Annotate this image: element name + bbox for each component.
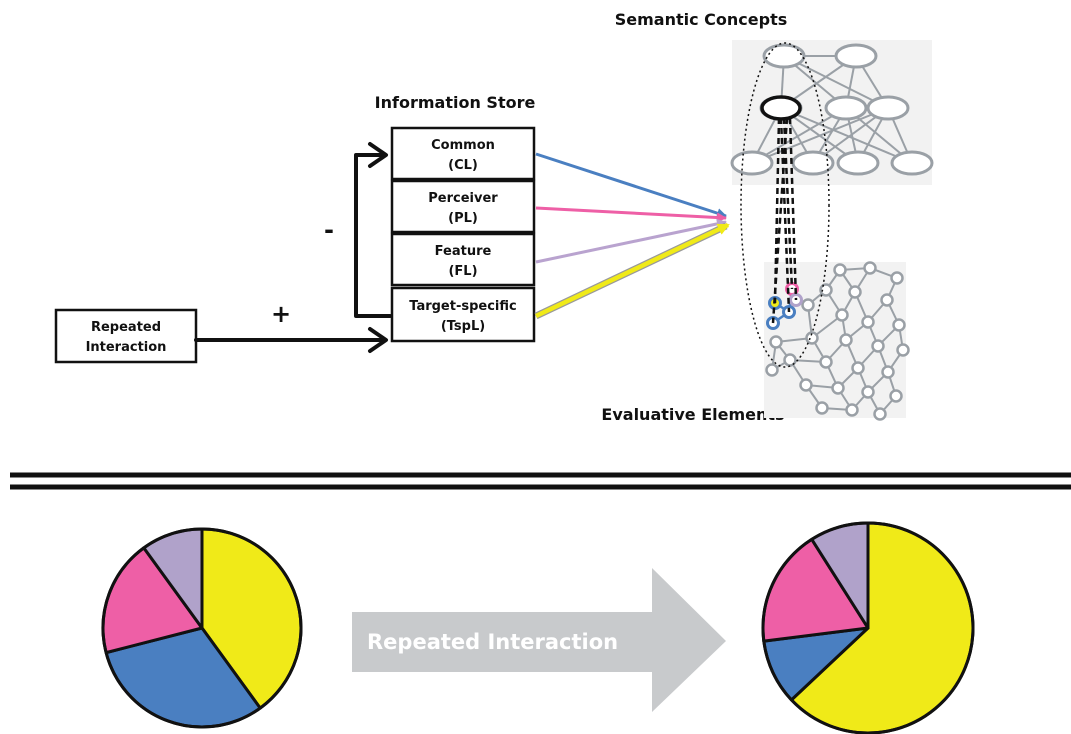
evaluative-node (765, 363, 779, 377)
plus-sign: + (271, 300, 291, 328)
store-target-specific-abbrev: (TspL) (441, 319, 485, 334)
store-target-specific-label: Target-specific (409, 299, 516, 314)
evaluative-node (896, 343, 910, 357)
repeated-interaction-line2: Interaction (86, 340, 167, 355)
feedback-arrows (194, 142, 392, 353)
store-common-label: Common (431, 138, 495, 153)
store-perceiver-label: Perceiver (428, 191, 498, 206)
pie-before (101, 527, 303, 729)
evaluative-node (890, 271, 904, 285)
evaluative-node (892, 318, 906, 332)
evaluative-node (815, 401, 829, 415)
banner-label: Repeated Interaction (367, 630, 618, 654)
information-store: Common (CL) Perceiver (PL) Feature (FL) … (390, 126, 536, 343)
semantic-edge (783, 55, 889, 109)
evaluative-node (863, 261, 877, 275)
evaluative-node (848, 285, 862, 299)
evaluative-node (873, 407, 887, 421)
semantic-concepts-title: Semantic Concepts (615, 10, 788, 29)
semantic-edge (751, 107, 847, 164)
store-feature-label: Feature (435, 244, 492, 259)
store-feature-abbrev: (FL) (448, 264, 477, 279)
semantic-node (834, 43, 878, 69)
evaluative-node (819, 283, 833, 297)
evaluative-node (801, 298, 815, 312)
evaluative-node (851, 361, 865, 375)
evaluative-node (833, 263, 847, 277)
evaluative-node (835, 308, 849, 322)
pie-outline (761, 521, 975, 734)
evaluative-node (819, 355, 833, 369)
semantic-node (762, 43, 806, 69)
repeated-interaction-banner: Repeated Interaction (352, 568, 726, 712)
store-perceiver-abbrev: (PL) (448, 211, 478, 226)
evaluative-node (799, 378, 813, 392)
semantic-node (791, 150, 835, 176)
repeated-interaction-box: Repeated Interaction (54, 308, 198, 364)
attitude-boundary-ellipse (740, 42, 830, 368)
concept-to-elements-links (771, 117, 798, 324)
evaluative-node (889, 389, 903, 403)
evaluative-node (783, 353, 797, 367)
evaluative-node (845, 403, 859, 417)
semantic-node (836, 150, 880, 176)
evaluative-node (831, 381, 845, 395)
minus-sign: - (324, 216, 334, 244)
semantic-edge (751, 107, 889, 164)
activated-concept-node (760, 95, 802, 121)
network-graphic (730, 40, 934, 421)
evaluative-node (861, 315, 875, 329)
evaluative-node (861, 385, 875, 399)
evaluative-node (769, 335, 783, 349)
semantic-edge (780, 107, 913, 164)
evaluative-elements-network (765, 261, 910, 421)
store-common-abbrev: (CL) (448, 158, 478, 173)
evaluative-node (805, 331, 819, 345)
evaluative-node (881, 365, 895, 379)
semantic-node (890, 150, 934, 176)
evaluative-node (871, 339, 885, 353)
semantic-node (866, 95, 910, 121)
evaluative-node (880, 293, 894, 307)
store-to-network-arrows (534, 152, 730, 320)
repeated-interaction-line1: Repeated (91, 320, 161, 335)
pie-after (761, 521, 975, 734)
information-store-title: Information Store (375, 93, 536, 112)
semantic-node (730, 150, 774, 176)
evaluative-node (839, 333, 853, 347)
evaluative-elements-title: Evaluative Elements (601, 405, 784, 424)
pie-outline (101, 527, 303, 729)
semantic-node (824, 95, 868, 121)
